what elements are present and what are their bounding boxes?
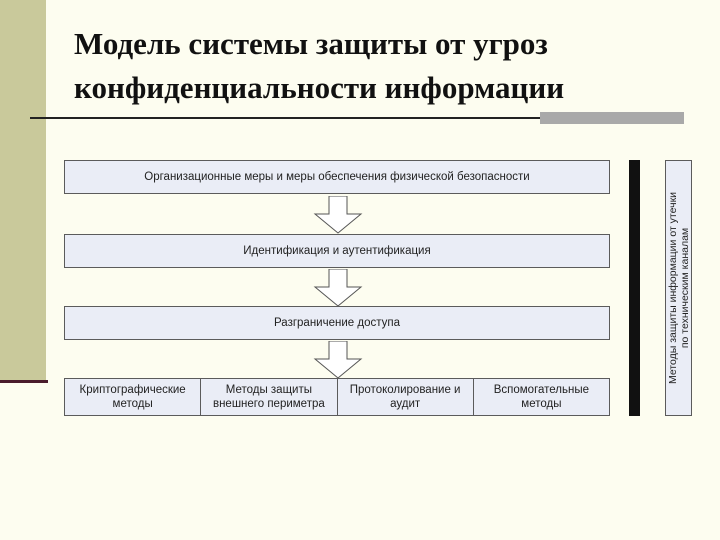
- slide-title: Модель системы защиты от угроз конфиденц…: [74, 22, 694, 110]
- left-accent-rule: [0, 380, 48, 383]
- title-underline: [30, 117, 542, 119]
- level-organizational-measures: Организационные меры и меры обеспечения …: [64, 160, 610, 194]
- title-underline-accent: [540, 112, 684, 124]
- down-arrow-icon: [313, 341, 363, 379]
- method-auxiliary: Вспомогательные методы: [493, 384, 590, 410]
- left-accent-band: [0, 0, 46, 382]
- side-technical-channels-box: Методы защиты информации от утечки по те…: [665, 160, 692, 416]
- down-arrow-icon: [313, 269, 363, 307]
- slide-title-line-2: конфиденциальности информации: [74, 70, 565, 105]
- level-access-control: Разграничение доступа: [64, 306, 610, 340]
- method-cryptographic: Криптографические методы: [65, 379, 202, 415]
- method-logging-audit: Протоколирование и аудит: [338, 379, 474, 415]
- level-identification-authentication: Идентификация и аутентификация: [64, 234, 610, 268]
- side-label: Методы защиты информации от утечки по те…: [667, 163, 691, 413]
- divider-bar: [629, 160, 640, 416]
- side-label-line-2: по техническим каналам: [678, 227, 691, 349]
- side-label-line-1: Методы защиты информации от утечки: [666, 191, 679, 385]
- method-perimeter-protection: Методы защиты внешнего периметра: [201, 379, 338, 415]
- slide-title-line-1: Модель системы защиты от угроз: [74, 26, 548, 61]
- methods-row: Криптографические методы Методы защиты в…: [64, 378, 610, 416]
- down-arrow-icon: [313, 196, 363, 234]
